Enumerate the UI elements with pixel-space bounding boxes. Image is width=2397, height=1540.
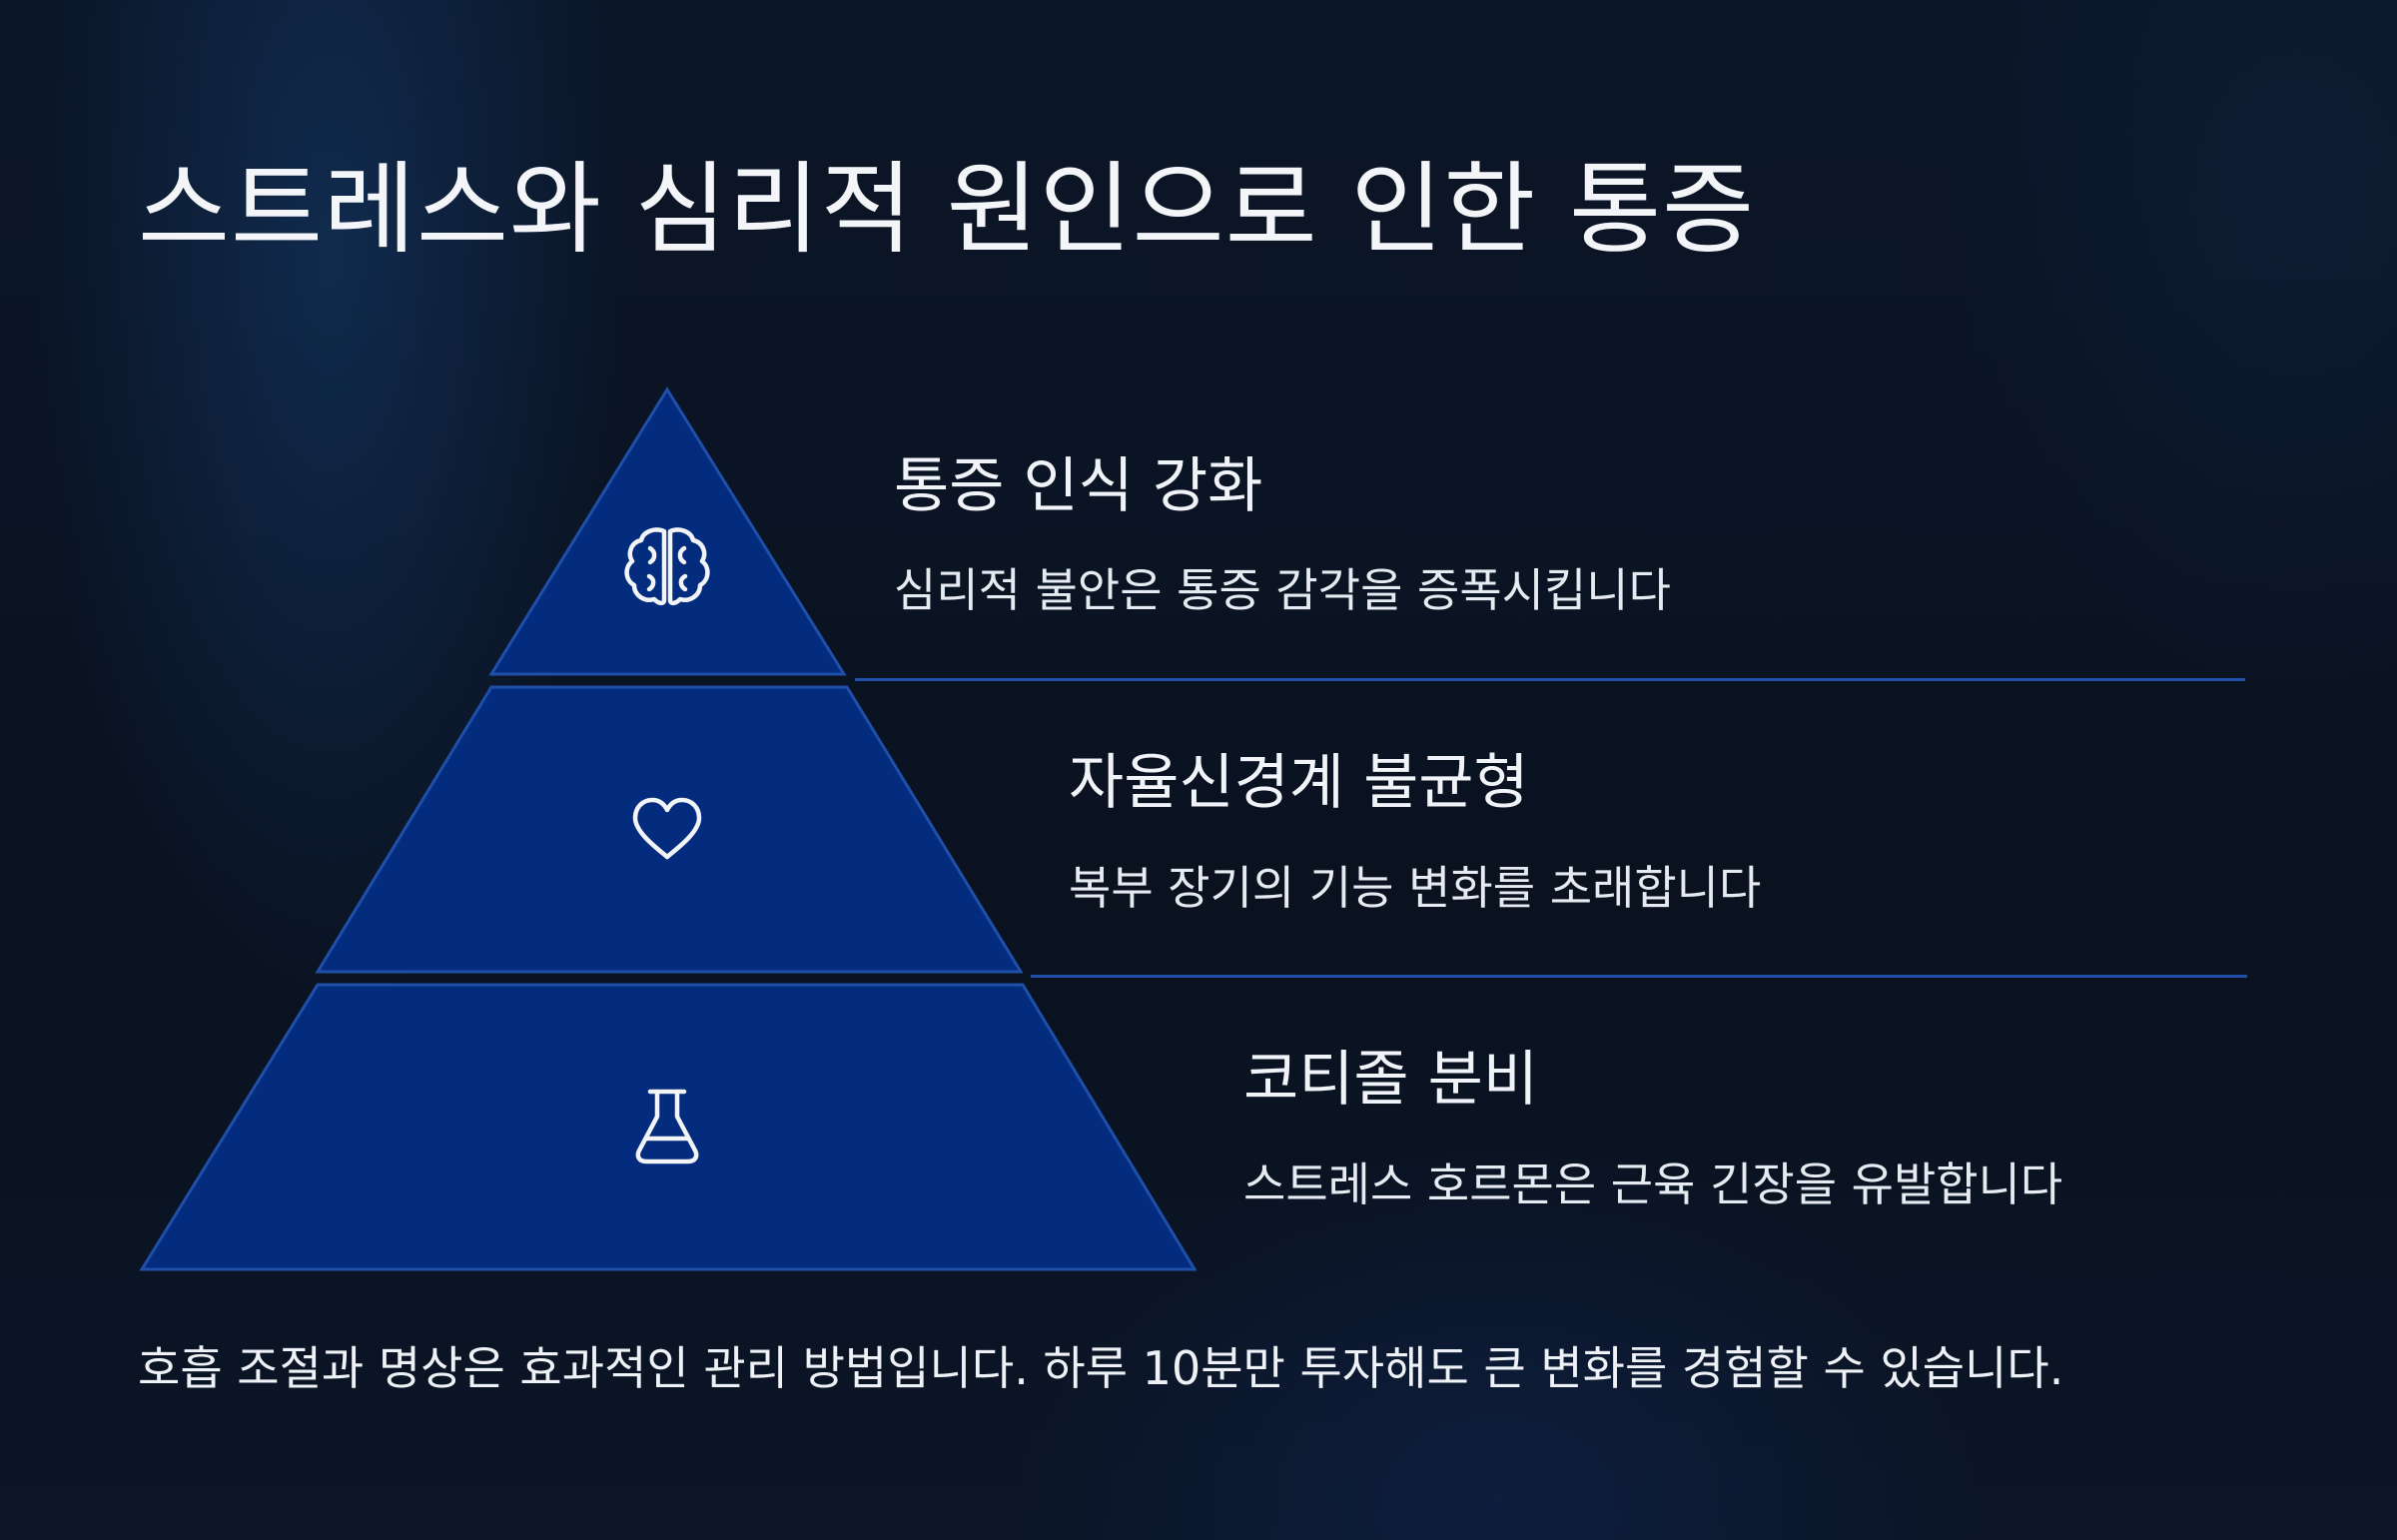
flask-icon xyxy=(635,1089,699,1164)
heart-icon xyxy=(632,797,702,860)
tier-2-divider xyxy=(1031,975,2247,978)
brain-icon xyxy=(624,527,710,606)
page-title: 스트레스와 심리적 원인으로 인한 통증 xyxy=(138,151,1756,268)
tier-2-description: 복부 장기의 기능 변화를 초래합니다 xyxy=(1069,861,1762,915)
tier-1-divider xyxy=(855,678,2245,681)
tier-3-heading: 코티졸 분비 xyxy=(1243,1045,1539,1115)
tier-1-heading: 통증 인식 강화 xyxy=(894,451,1263,521)
pyramid-tier-middle xyxy=(315,685,1024,974)
pyramid-tier-top xyxy=(488,386,847,676)
tier-2-heading: 자율신경계 불균형 xyxy=(1069,748,1529,818)
tier-3-description: 스트레스 호르몬은 근육 긴장을 유발합니다 xyxy=(1243,1157,2063,1211)
pyramid-tier-bottom xyxy=(139,983,1198,1271)
tier-1-description: 심리적 불안은 통증 감각을 증폭시킵니다 xyxy=(894,563,1671,617)
footer-note: 호흡 조절과 명상은 효과적인 관리 방법입니다. 하루 10분만 투자해도 큰… xyxy=(138,1341,2064,1395)
